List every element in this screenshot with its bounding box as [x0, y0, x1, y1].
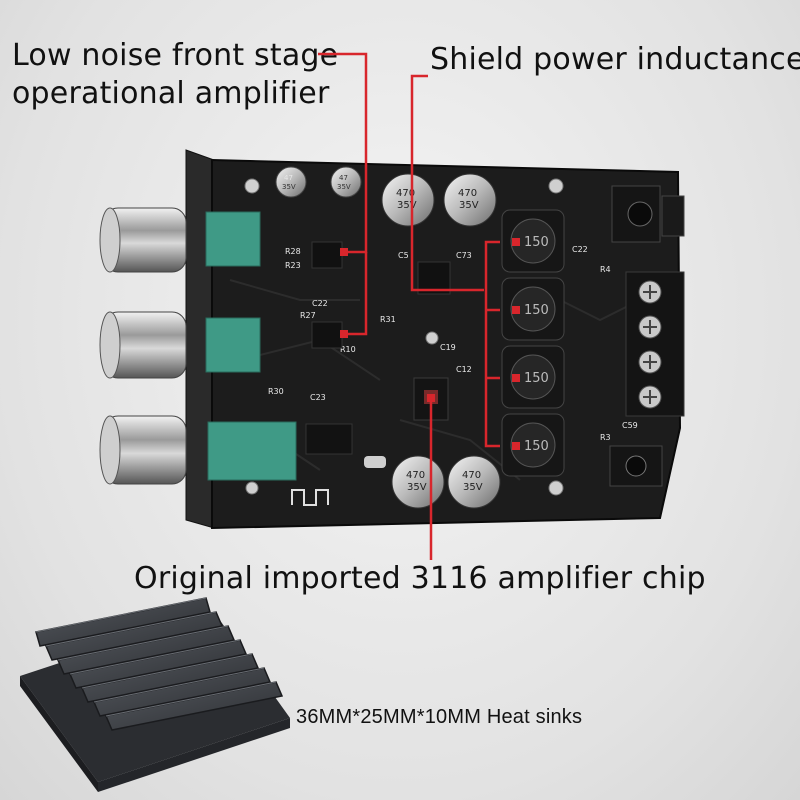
inductor-3: 150 — [501, 345, 565, 409]
dc-power-jack — [611, 185, 685, 243]
amp-chip-label: Original imported 3116 amplifier chip — [134, 561, 706, 596]
knob-3 — [99, 415, 187, 485]
capacitor-47uf-2: 47 35V — [330, 166, 362, 198]
svg-text:35V: 35V — [337, 183, 351, 191]
speaker-terminal-block — [625, 271, 685, 417]
potentiometer-3 — [207, 421, 297, 481]
svg-text:R27: R27 — [300, 311, 316, 320]
svg-text:R4: R4 — [600, 265, 611, 274]
op-amp-chip-upper — [311, 241, 343, 269]
svg-text:R10: R10 — [340, 345, 356, 354]
capacitor-470uf-bottom-2: 470 35V — [447, 455, 501, 509]
svg-text:150: 150 — [524, 303, 549, 318]
audio-input-jack — [609, 445, 663, 487]
svg-text:35V: 35V — [459, 200, 479, 211]
knob-1 — [99, 207, 187, 273]
callout-inductance-bracket — [484, 240, 500, 448]
inductance-label: Shield power inductance — [430, 42, 800, 77]
front-stage-label-line2: operational amplifier — [12, 76, 330, 111]
bluetooth-chip — [305, 423, 353, 455]
inductor-4: 150 — [501, 413, 565, 477]
crystal — [364, 456, 386, 468]
antenna-trace — [291, 489, 329, 506]
callout-front-stage — [318, 52, 368, 254]
potentiometer-2 — [205, 317, 261, 373]
svg-text:470: 470 — [406, 470, 425, 481]
inductor-2: 150 — [501, 277, 565, 341]
svg-text:C23: C23 — [310, 393, 326, 402]
mounting-hole — [245, 481, 259, 495]
svg-text:35V: 35V — [463, 482, 483, 493]
svg-text:470: 470 — [462, 470, 481, 481]
svg-text:470: 470 — [396, 188, 415, 199]
svg-text:150: 150 — [524, 235, 549, 250]
mounting-hole — [244, 178, 260, 194]
svg-text:150: 150 — [524, 371, 549, 386]
svg-text:R30: R30 — [268, 387, 284, 396]
inductor-1: 150 — [501, 209, 565, 273]
svg-text:C22: C22 — [572, 245, 588, 254]
knob-2 — [99, 311, 187, 379]
svg-text:R28: R28 — [285, 247, 301, 256]
mounting-hole — [548, 480, 564, 496]
potentiometer-1 — [205, 211, 261, 267]
mounting-hole — [548, 178, 564, 194]
svg-text:C59: C59 — [622, 421, 638, 430]
svg-text:35V: 35V — [282, 183, 296, 191]
heat-sink-label: 36MM*25MM*10MM Heat sinks — [296, 706, 583, 728]
svg-text:R3: R3 — [600, 433, 611, 442]
capacitor-47uf-1: 47 35V — [275, 166, 307, 198]
svg-text:R23: R23 — [285, 261, 301, 270]
svg-text:C19: C19 — [440, 343, 456, 352]
mounting-hole — [425, 331, 439, 345]
svg-text:35V: 35V — [407, 482, 427, 493]
callout-lines — [318, 52, 500, 560]
svg-text:470: 470 — [458, 188, 477, 199]
front-stage-label-line1: Low noise front stage — [12, 38, 339, 73]
svg-text:47: 47 — [339, 174, 348, 182]
svg-text:C5: C5 — [398, 251, 409, 260]
svg-text:150: 150 — [524, 439, 549, 454]
capacitor-470uf-bottom-1: 470 35V — [391, 455, 445, 509]
svg-text:C22: C22 — [312, 299, 328, 308]
svg-text:35V: 35V — [397, 200, 417, 211]
svg-text:C12: C12 — [456, 365, 472, 374]
capacitor-470uf-top-1: 470 35V — [381, 173, 435, 227]
small-ic — [417, 261, 451, 295]
op-amp-chip-lower — [311, 321, 343, 349]
callout-dots — [340, 238, 520, 450]
heat-sink — [20, 597, 290, 792]
callout-inductance — [410, 74, 484, 292]
capacitor-470uf-top-2: 470 35V — [443, 173, 497, 227]
svg-text:C73: C73 — [456, 251, 472, 260]
callout-front-stage-2 — [344, 252, 368, 336]
svg-text:R31: R31 — [380, 315, 396, 324]
svg-text:47: 47 — [284, 174, 293, 182]
